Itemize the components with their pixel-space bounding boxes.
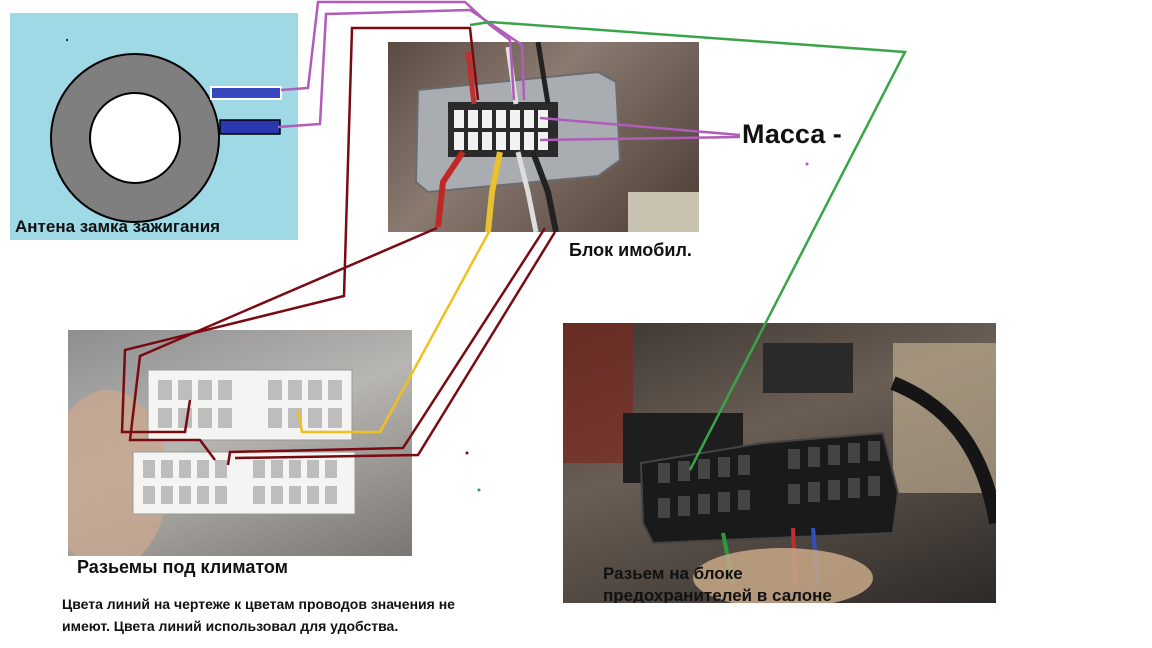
antenna-ring-drawing [50, 53, 282, 223]
antenna-lead-lower [219, 119, 281, 135]
fuse-block-label-line1: Разьем на блоке [603, 564, 743, 583]
ignition-lock-hole [89, 92, 181, 184]
antenna-label: Антена замка зажигания [15, 217, 221, 236]
antenna-lead-upper [210, 86, 282, 100]
immobilizer-block-photo [388, 42, 699, 232]
climate-connectors-photo [68, 330, 412, 556]
fuse-block-label-line2: предохранителей в салоне [603, 586, 832, 603]
antenna-diagram-panel: Антена замка зажигания [10, 13, 298, 240]
climate-label: Разьемы под климатом [77, 557, 288, 577]
immobilizer-connector-drawing [414, 42, 699, 232]
note-line1: Цвета линий на чертеже к цветам проводов… [62, 596, 455, 612]
note-line2: имеют. Цвета линий использовал для удобс… [62, 618, 399, 634]
climate-connectors-drawing [68, 369, 356, 556]
immobilizer-label: Блок имобил. [569, 240, 692, 260]
ground-label: Масса - [742, 119, 842, 149]
fuse-connector-drawing [563, 323, 996, 603]
fuse-block-connector-photo: Разьем на блоке предохранителей в салоне [563, 323, 996, 603]
